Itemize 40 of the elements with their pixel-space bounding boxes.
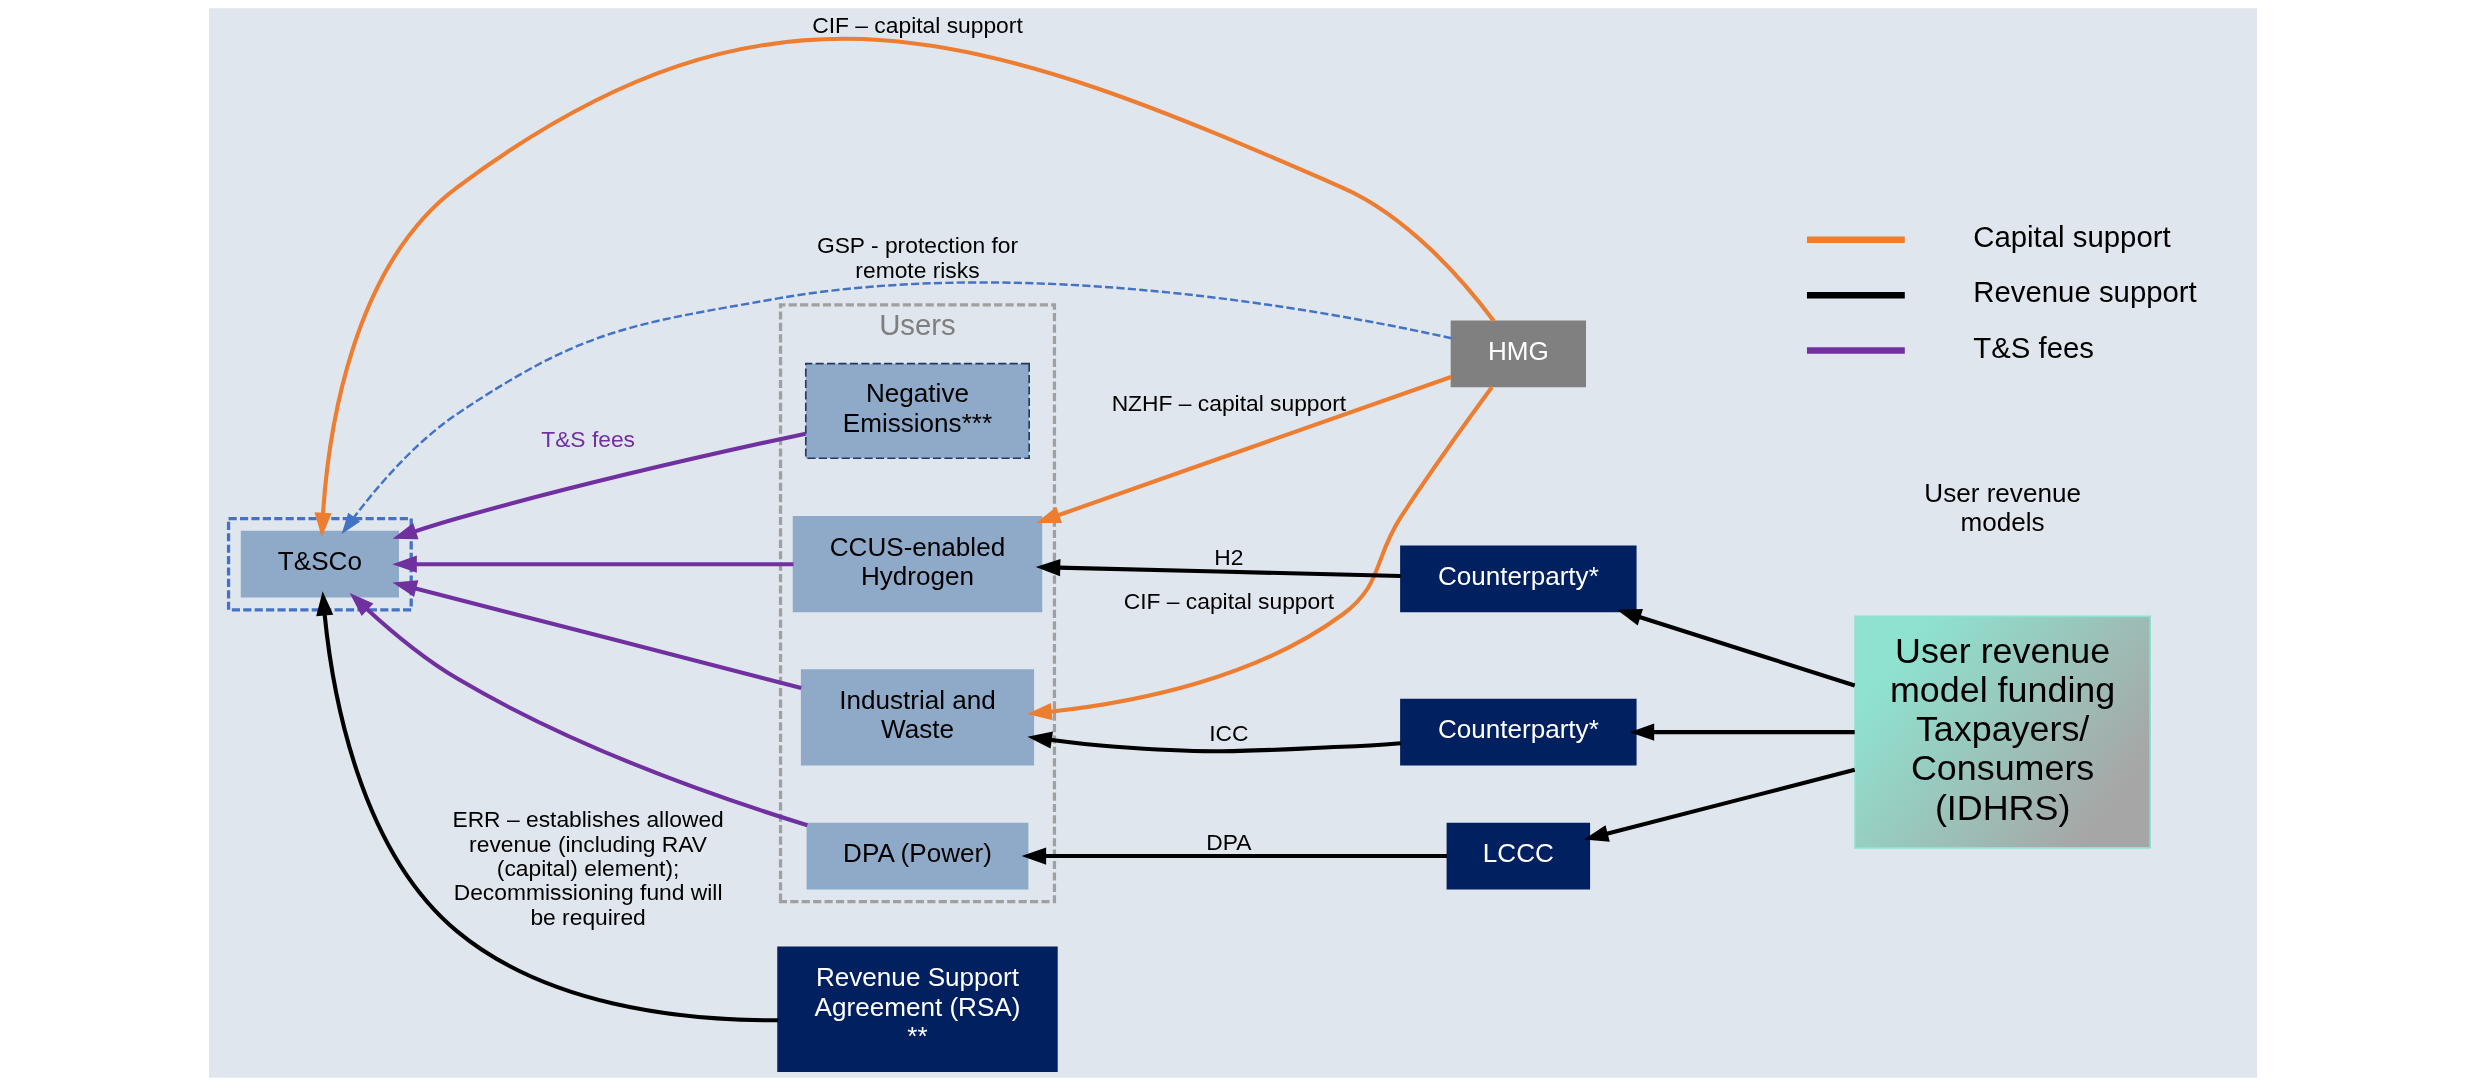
node-box: Counterparty*: [1400, 698, 1637, 766]
node-box: Counterparty*: [1400, 545, 1637, 613]
arrow: [392, 431, 807, 540]
arrow: [1583, 767, 1856, 842]
edge-label: DPA: [1206, 828, 1252, 855]
legend-label: Revenue support: [1973, 275, 2197, 309]
edge-label: ERR – establishes allowed revenue (including RAV (capital) element); Decommissioning fund will be required: [452, 806, 724, 930]
cluster: [226, 516, 413, 612]
arrow: [392, 580, 802, 690]
arrow: [1035, 559, 1401, 579]
arrow: [316, 591, 778, 1023]
edge-label: H2: [1214, 543, 1244, 570]
node-box: Revenue Support Agreement (RSA) **: [777, 946, 1058, 1073]
edge-label: NZHF – capital support: [1111, 390, 1347, 417]
node-box: T&SCo: [240, 530, 399, 598]
node-box: Industrial and Waste: [800, 669, 1035, 766]
node-box: HMG: [1450, 320, 1586, 388]
arrow: [349, 592, 808, 828]
arrow: [1629, 723, 1855, 741]
edge-label: GSP - protection for remote risks: [816, 232, 1019, 283]
node-box: LCCC: [1446, 822, 1591, 890]
edge-label: T&S fees: [541, 426, 636, 453]
arrow: [1027, 385, 1494, 721]
arrow: [1617, 609, 1856, 688]
legend-label: T&S fees: [1973, 330, 2094, 364]
node-box: User revenue model funding Taxpayers/ Consumers (IDHRS): [1854, 615, 2151, 849]
edge-label: ICC: [1209, 719, 1249, 746]
label: User revenue models: [1924, 477, 2081, 538]
arrow: [392, 555, 794, 573]
arrow: [314, 37, 1496, 538]
legend-label: Capital support: [1973, 219, 2171, 253]
arrow: [1027, 731, 1402, 754]
arrow: [1021, 847, 1447, 865]
arrow: [1036, 375, 1452, 524]
edge-label: CIF – capital support: [812, 11, 1023, 38]
edge-label: CIF – capital support: [1123, 587, 1335, 614]
node-box: Negative Emissions***: [804, 362, 1030, 460]
node-box: CCUS-enabled Hydrogen: [792, 516, 1043, 613]
arrow: [341, 281, 1452, 535]
node-box: DPA (Power): [806, 822, 1029, 890]
